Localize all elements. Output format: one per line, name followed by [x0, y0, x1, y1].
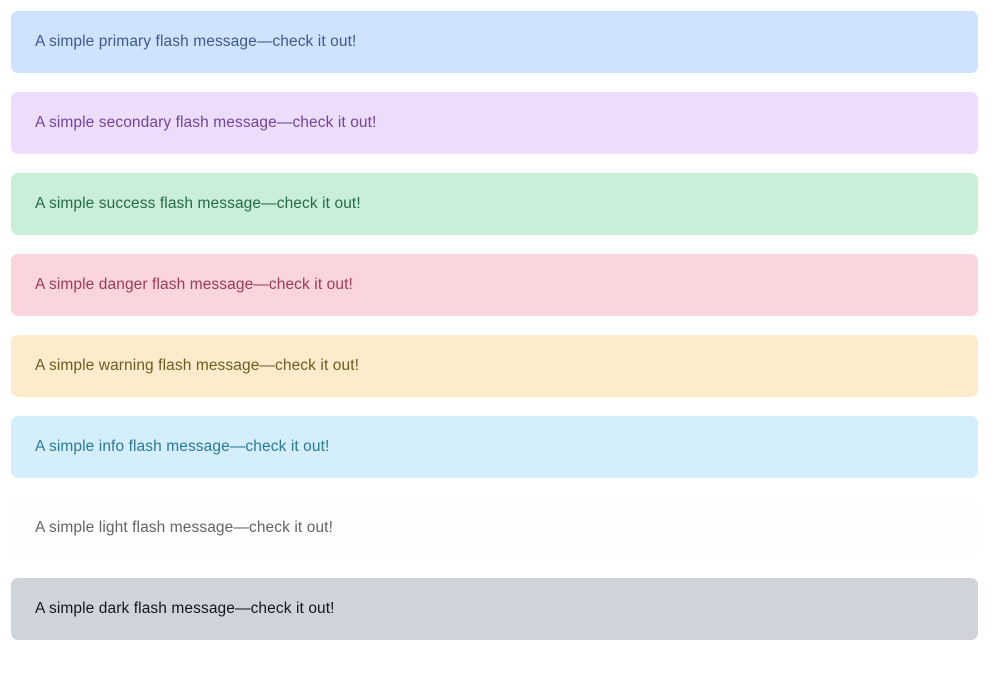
- alert-message-text: A simple danger flash message—check it o…: [35, 276, 353, 294]
- alert-light: A simple light flash message—check it ou…: [11, 497, 978, 559]
- alert-dark: A simple dark flash message—check it out…: [11, 578, 978, 640]
- alert-secondary: A simple secondary flash message—check i…: [11, 92, 978, 154]
- alert-message-text: A simple info flash message—check it out…: [35, 438, 330, 456]
- alert-primary: A simple primary flash message—check it …: [11, 11, 978, 73]
- alert-message-text: A simple primary flash message—check it …: [35, 33, 357, 51]
- alert-message-text: A simple secondary flash message—check i…: [35, 114, 377, 132]
- alert-message-text: A simple warning flash message—check it …: [35, 357, 360, 375]
- alert-success: A simple success flash message—check it …: [11, 173, 978, 235]
- alert-message-text: A simple light flash message—check it ou…: [35, 519, 333, 537]
- alert-info: A simple info flash message—check it out…: [11, 416, 978, 478]
- alerts-container: A simple primary flash message—check it …: [11, 11, 978, 640]
- alert-warning: A simple warning flash message—check it …: [11, 335, 978, 397]
- alert-danger: A simple danger flash message—check it o…: [11, 254, 978, 316]
- alert-message-text: A simple success flash message—check it …: [35, 195, 361, 213]
- alert-message-text: A simple dark flash message—check it out…: [35, 600, 335, 618]
